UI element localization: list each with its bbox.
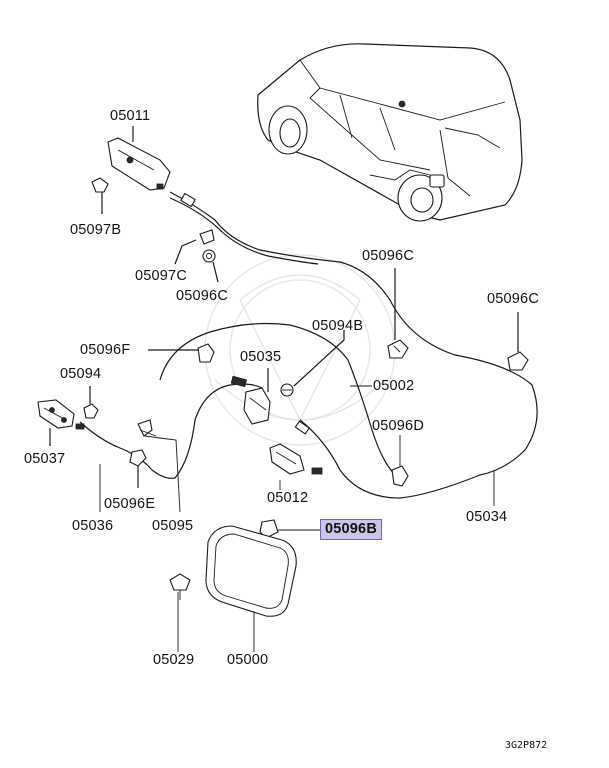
label-05094B: 05094B (312, 318, 364, 334)
screw-05029 (169, 573, 191, 600)
fuel-lid-05000 (205, 525, 297, 617)
cable-05002 (169, 197, 319, 265)
clip-05096B (259, 519, 279, 539)
label-05012: 05012 (267, 490, 309, 506)
grommet-05094B (280, 330, 345, 397)
cable-05036 (79, 383, 263, 479)
clip-05094 (83, 386, 99, 419)
label-05002: 05002 (373, 378, 415, 394)
label-05000: 05000 (227, 652, 269, 668)
label-05034: 05034 (466, 509, 508, 525)
latch-05037 (37, 399, 85, 446)
clip-05096E (129, 449, 147, 488)
clip-05096D (391, 465, 409, 487)
label-05097B: 05097B (70, 222, 122, 238)
label-05035: 05035 (240, 349, 282, 365)
clip-05096C-center (387, 268, 409, 359)
clip-05097B (91, 177, 109, 214)
label-05096C-right: 05096C (487, 291, 539, 307)
cable-05034 (169, 191, 538, 499)
label-05011: 05011 (110, 108, 151, 124)
drawing-code: 3G2P872 (505, 740, 548, 751)
clip-05095 (137, 419, 157, 437)
label-05096F: 05096F (80, 342, 131, 358)
label-05096C-center: 05096C (362, 248, 414, 264)
connector-cable-end (294, 420, 310, 435)
watermark (204, 254, 396, 446)
label-05095: 05095 (152, 518, 194, 534)
release-lever-05011 (107, 126, 171, 191)
label-05037: 05037 (24, 451, 66, 467)
clip-05096C-right (507, 312, 529, 371)
connector-05097C (174, 192, 219, 283)
label-05029: 05029 (153, 652, 195, 668)
clip-05096F (148, 343, 215, 363)
label-05094: 05094 (60, 366, 102, 382)
bracket-05012 (269, 443, 323, 475)
label-05036: 05036 (72, 518, 114, 534)
label-05096E: 05096E (104, 496, 156, 512)
label-05096D: 05096D (372, 418, 424, 434)
opener-05035 (230, 368, 271, 425)
label-05097C: 05097C (135, 268, 187, 284)
label-05096B-highlighted[interactable]: 05096B (320, 519, 382, 540)
leader-lines (99, 385, 495, 652)
cable-05035 (159, 322, 401, 479)
car-outline (257, 43, 523, 222)
label-05096C-left: 05096C (176, 288, 228, 304)
